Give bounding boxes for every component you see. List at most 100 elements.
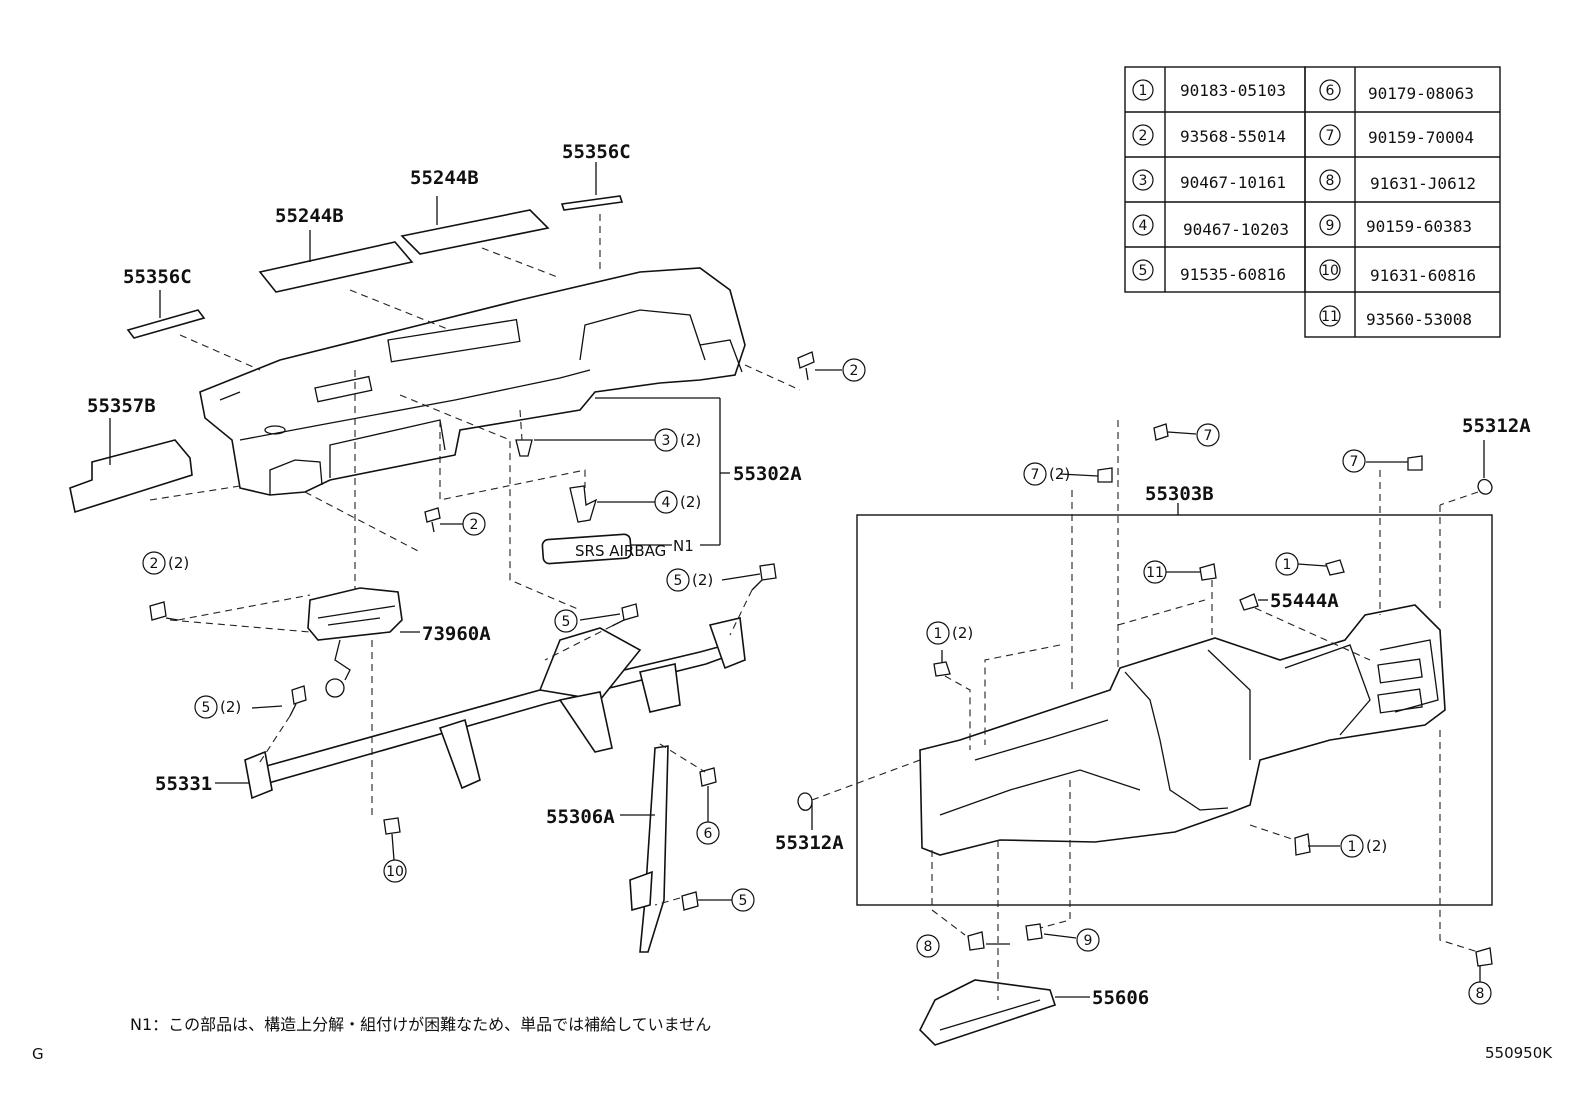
legend-part: 91535-60816 (1180, 265, 1286, 284)
label-55356c-left: 55356C (123, 266, 192, 288)
qty-2: (2) (1049, 465, 1070, 483)
callout-5: 5 (202, 700, 211, 716)
legend-num: 9 (1326, 218, 1335, 234)
upper-dash-assembly: SRS AIRBAG (69, 195, 746, 565)
callouts: 2 3 (2) 4 (2) 2 2 (2) 5 (2) 5 5 (2) 6 10… (142, 358, 1492, 1005)
legend-row-9: 9 90159-60383 (1319, 214, 1472, 236)
part-55244b-left-pad (258, 241, 414, 293)
legend-row-2: 2 93568-55014 (1132, 124, 1286, 146)
part-55303b-panel (919, 604, 1446, 856)
callout-1: 1 (1283, 557, 1292, 573)
leader-lines (109, 162, 1485, 998)
airbag-label-text: SRS AIRBAG (575, 542, 666, 560)
footer-diagram-code: 550950K (1485, 1044, 1553, 1062)
part-labels: 55356C 55244B 55244B 55356C 55357B 55302… (87, 141, 1531, 1009)
legend-num: 4 (1139, 218, 1148, 234)
legend-row-11: 11 93560-53008 (1319, 305, 1472, 329)
fasteners (149, 351, 1493, 967)
qty-2: (2) (168, 554, 189, 572)
clip-1-b (1325, 559, 1345, 576)
legend-num: 6 (1326, 83, 1335, 99)
dashed-guide-lines (149, 214, 1479, 1000)
callout-3: 3 (662, 433, 671, 449)
legend-num: 3 (1139, 173, 1148, 189)
part-55357b-cover (69, 439, 193, 514)
legend-part: 93560-53008 (1366, 310, 1472, 329)
clip-3 (515, 439, 533, 457)
legend-part: 90183-05103 (1180, 81, 1286, 100)
label-73960a: 73960A (422, 623, 491, 645)
legend-row-3: 3 90467-10161 (1132, 169, 1286, 192)
qty-2: (2) (680, 431, 701, 449)
legend-num: 7 (1326, 128, 1335, 144)
part-n1-airbag-label: SRS AIRBAG (541, 533, 666, 565)
label-55244b-left: 55244B (275, 205, 344, 227)
callout-7: 7 (1204, 428, 1213, 444)
qty-2: (2) (1366, 837, 1387, 855)
legend-part: 90159-60383 (1366, 217, 1472, 236)
legend-part: 93568-55014 (1180, 127, 1286, 146)
clip-1-c (1294, 833, 1311, 856)
legend-num: 10 (1321, 263, 1339, 279)
callout-8: 8 (924, 939, 933, 955)
part-55356c-left-strip (126, 309, 206, 339)
callout-1: 1 (934, 626, 943, 642)
label-55356c-top: 55356C (562, 141, 631, 163)
part-number-legend: 1 90183-05103 2 93568-55014 3 90467-1016… (1124, 66, 1501, 338)
label-55312a-right: 55312A (1462, 415, 1531, 437)
callout-2: 2 (470, 517, 479, 533)
bracket-4 (569, 485, 598, 523)
legend-row-5: 5 91535-60816 (1132, 259, 1286, 284)
callout-6: 6 (704, 826, 713, 842)
qty-2: (2) (692, 571, 713, 589)
label-55306a: 55306A (546, 806, 615, 828)
lower-panel-55303b (856, 514, 1493, 906)
legend-num: 5 (1139, 263, 1148, 279)
qty-2: (2) (680, 493, 701, 511)
part-55306a-bracket (629, 870, 653, 912)
label-55312a-left: 55312A (775, 832, 844, 854)
legend-part: 90467-10203 (1183, 220, 1289, 239)
label-55303b: 55303B (1145, 483, 1214, 505)
qty-2: (2) (952, 624, 973, 642)
legend-part: 90179-08063 (1368, 84, 1474, 103)
label-55302a: 55302A (733, 463, 802, 485)
legend-num: 2 (1139, 128, 1148, 144)
callout-9: 9 (1084, 933, 1093, 949)
label-n1: N1 (673, 537, 694, 555)
callout-2: 2 (150, 556, 159, 572)
legend-num: 8 (1326, 173, 1335, 189)
instrument-reinforcement-55331 (244, 617, 746, 800)
callout-2: 2 (850, 363, 859, 379)
legend-row-7: 7 90159-70004 (1319, 124, 1474, 147)
label-55357b: 55357B (87, 395, 156, 417)
legend-row-8: 8 91631-J0612 (1319, 169, 1476, 193)
legend-row-6: 6 90179-08063 (1319, 79, 1474, 103)
qty-2: (2) (220, 698, 241, 716)
callout-10: 10 (386, 864, 404, 880)
legend-num: 11 (1321, 309, 1339, 325)
part-55244b-right-pad (400, 209, 550, 255)
callout-4: 4 (662, 495, 671, 511)
callout-5: 5 (674, 573, 683, 589)
nut-55444a (1239, 593, 1259, 611)
part-55356c-top-strip (560, 195, 624, 211)
legend-row-4: 4 90467-10203 (1132, 214, 1289, 239)
legend-row-1: 1 90183-05103 (1132, 79, 1286, 101)
legend-num: 1 (1139, 83, 1148, 99)
footer-note: N1：この部品は、構造上分解・組付けが困難なため、単品では補給していません (130, 1015, 711, 1034)
legend-part: 90467-10161 (1180, 173, 1286, 192)
footer-left-code: G (32, 1045, 44, 1063)
legend-part: 90159-70004 (1368, 128, 1474, 147)
callout-8: 8 (1476, 986, 1485, 1002)
plug-55312a-right (1477, 478, 1493, 495)
callout-5: 5 (739, 893, 748, 909)
callout-1: 1 (1348, 839, 1357, 855)
legend-part: 91631-60816 (1370, 266, 1476, 285)
part-55302a-dashboard (199, 267, 746, 496)
part-55306a-brace (639, 745, 669, 953)
callout-7: 7 (1031, 467, 1040, 483)
legend-part: 91631-J0612 (1370, 174, 1476, 193)
label-55606: 55606 (1092, 987, 1149, 1009)
